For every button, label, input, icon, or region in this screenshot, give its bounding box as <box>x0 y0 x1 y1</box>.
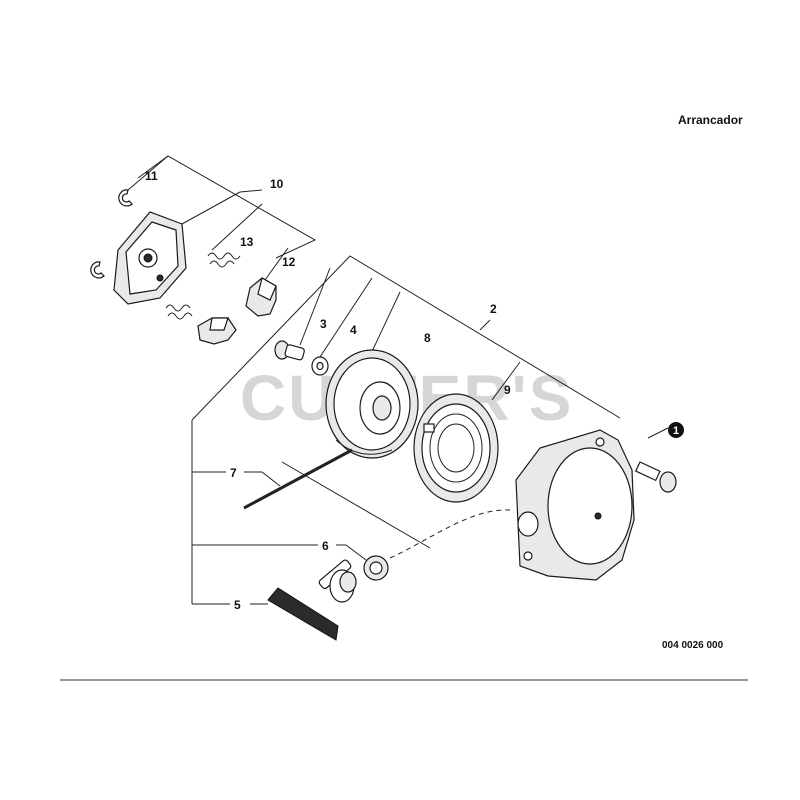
callout-5: 5 <box>234 598 241 612</box>
assembly-dash <box>389 509 511 559</box>
leader-11 <box>127 155 169 191</box>
callout-10: 10 <box>270 177 284 191</box>
screw-3 <box>274 340 305 361</box>
bolt-1 <box>634 461 677 493</box>
callout-11: 11 <box>145 169 158 183</box>
diagram-code: 004 0026 000 <box>662 640 724 651</box>
starter-rope-7 <box>243 448 353 510</box>
callout-6: 6 <box>322 539 329 553</box>
rope-reel-8 <box>325 349 419 459</box>
callout-9: 9 <box>504 383 511 397</box>
bushing-6 <box>363 555 389 581</box>
callout-8: 8 <box>424 331 431 345</box>
leader-8-line <box>367 291 401 361</box>
callout-1: 1 <box>673 425 679 437</box>
callout-13: 13 <box>240 235 254 249</box>
callout-1-badge <box>668 422 684 438</box>
spring-13-lower <box>165 304 193 320</box>
callout-3: 3 <box>320 317 327 331</box>
pawl-lower <box>197 317 237 345</box>
pawl-carrier <box>113 211 187 305</box>
e-clip-top <box>118 189 133 207</box>
callout-7: 7 <box>230 466 237 480</box>
leader-2-tick <box>479 319 491 331</box>
leader-4-line <box>317 277 373 361</box>
starter-handle-5 <box>267 559 357 641</box>
callout-4: 4 <box>350 323 357 337</box>
callout-2: 2 <box>490 302 497 316</box>
bracket-main <box>191 255 621 421</box>
diagram-title: Arrancador <box>678 113 743 127</box>
washer-4 <box>311 356 329 376</box>
leader-9-line <box>491 361 521 401</box>
starter-housing-2 <box>515 429 635 581</box>
leader-10b <box>239 189 263 193</box>
leader-6b <box>336 544 367 561</box>
leader-13 <box>211 203 263 251</box>
leader-7b <box>244 471 281 487</box>
callout-12: 12 <box>282 255 296 269</box>
e-clip-bottom <box>90 261 105 279</box>
pawl-upper <box>245 277 277 317</box>
axis-line <box>281 461 431 549</box>
spring-13-upper <box>207 252 241 268</box>
leader-10 <box>181 191 241 225</box>
leader-3-line <box>299 267 331 346</box>
recoil-spring-9 <box>413 393 499 503</box>
bracket-top <box>137 155 317 259</box>
leader-1 <box>647 427 669 439</box>
leader-12 <box>264 247 289 281</box>
